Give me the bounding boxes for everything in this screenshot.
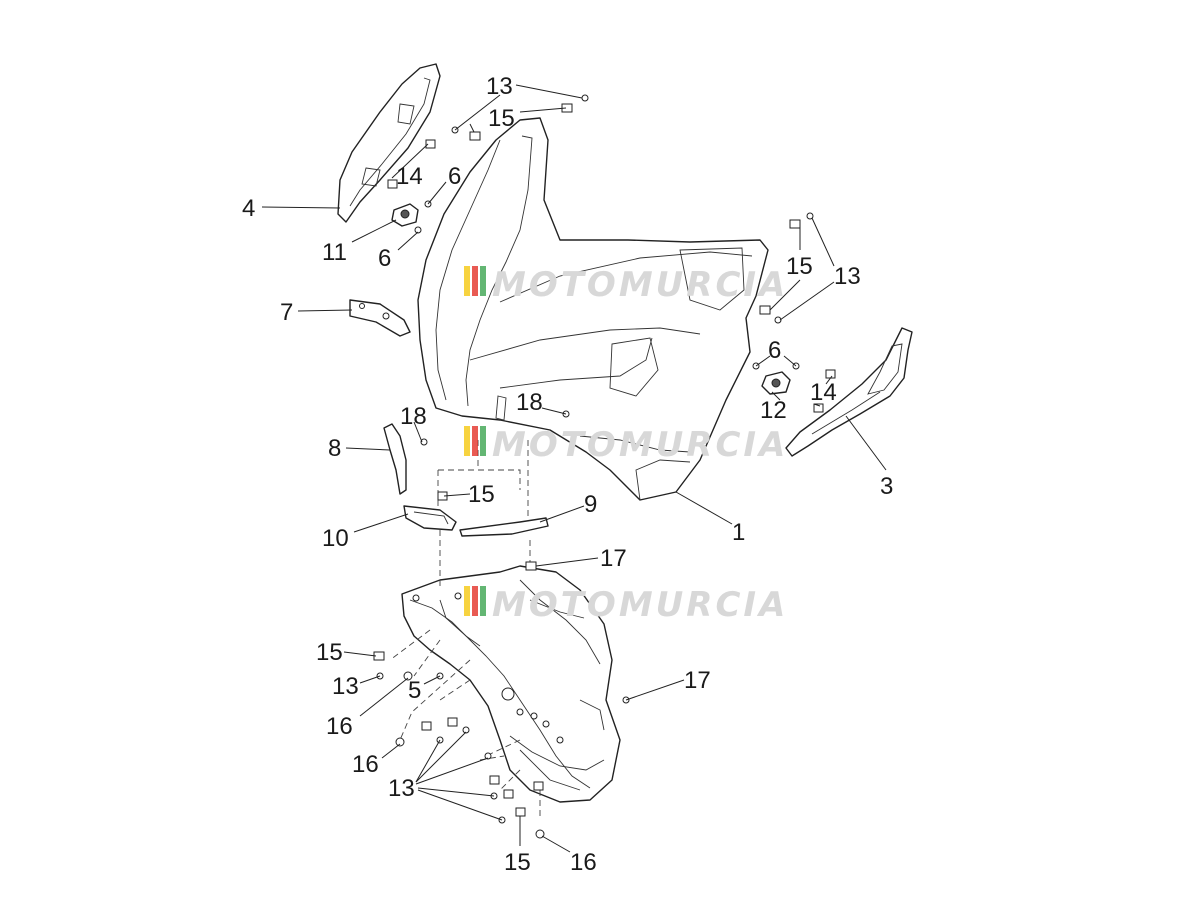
watermark-stripe-yellow xyxy=(464,586,470,616)
callout-labels: 13 15 14 6 4 11 6 7 15 13 6 12 14 3 18 1… xyxy=(242,73,893,876)
watermark-stripe-green xyxy=(480,266,486,296)
part-11-bracket xyxy=(391,203,419,227)
leader-lines xyxy=(261,84,887,853)
watermark-stripe-yellow xyxy=(464,426,470,456)
callout-13: 13 xyxy=(486,73,513,100)
watermark-middle: MOTOMURCIA xyxy=(464,425,788,465)
watermark-stripe-yellow xyxy=(464,266,470,296)
callout-16: 16 xyxy=(326,713,353,740)
fasteners xyxy=(373,94,836,839)
watermark-stripe-red xyxy=(472,266,478,296)
callout-16: 16 xyxy=(570,849,597,876)
callout-11: 11 xyxy=(322,239,347,266)
watermark-stripe-green xyxy=(480,426,486,456)
callout-6: 6 xyxy=(378,245,391,272)
callout-18: 18 xyxy=(516,389,543,416)
callout-17: 17 xyxy=(600,545,627,572)
callout-7: 7 xyxy=(280,299,293,326)
callout-15: 15 xyxy=(786,253,813,280)
callout-5: 5 xyxy=(408,677,421,704)
callout-3: 3 xyxy=(880,473,893,500)
callout-17: 17 xyxy=(684,667,711,694)
callout-1: 1 xyxy=(732,519,745,546)
callout-6: 6 xyxy=(768,337,781,364)
callout-16: 16 xyxy=(352,751,379,778)
part-4-left-side-panel xyxy=(337,63,441,223)
watermark-top: MOTOMURCIA xyxy=(464,265,788,305)
part-5-inner-panel xyxy=(401,565,621,803)
callout-15: 15 xyxy=(488,105,515,132)
watermark-text: MOTOMURCIA xyxy=(492,265,788,305)
part-1-front-shield xyxy=(417,117,769,501)
assembly-guide-lines xyxy=(389,440,541,820)
callout-9: 9 xyxy=(584,491,597,518)
callout-13: 13 xyxy=(388,775,415,802)
callout-10: 10 xyxy=(322,525,349,552)
callout-6: 6 xyxy=(448,163,461,190)
watermark-bottom: MOTOMURCIA xyxy=(464,585,788,625)
callout-15: 15 xyxy=(316,639,343,666)
part-9-trim-strip xyxy=(459,517,549,537)
watermark-stripe-red xyxy=(472,586,478,616)
part-7-bracket xyxy=(349,299,411,337)
callout-13: 13 xyxy=(332,673,359,700)
watermark-stripe-red xyxy=(472,426,478,456)
callout-4: 4 xyxy=(242,195,255,222)
watermark-text: MOTOMURCIA xyxy=(492,585,788,625)
part-10-grille-left xyxy=(403,505,457,531)
callout-15: 15 xyxy=(468,481,495,508)
callout-14: 14 xyxy=(810,379,837,406)
callout-15: 15 xyxy=(504,849,531,876)
callout-8: 8 xyxy=(328,435,341,462)
part-12-bracket xyxy=(761,371,791,395)
part-8-side-strip xyxy=(383,423,407,495)
callout-18: 18 xyxy=(400,403,427,430)
part-3-right-side-panel xyxy=(785,327,913,457)
callout-12: 12 xyxy=(760,397,787,424)
callout-13: 13 xyxy=(834,263,861,290)
watermark-stripe-green xyxy=(480,586,486,616)
callout-14: 14 xyxy=(396,163,423,190)
watermark-text: MOTOMURCIA xyxy=(492,425,788,465)
